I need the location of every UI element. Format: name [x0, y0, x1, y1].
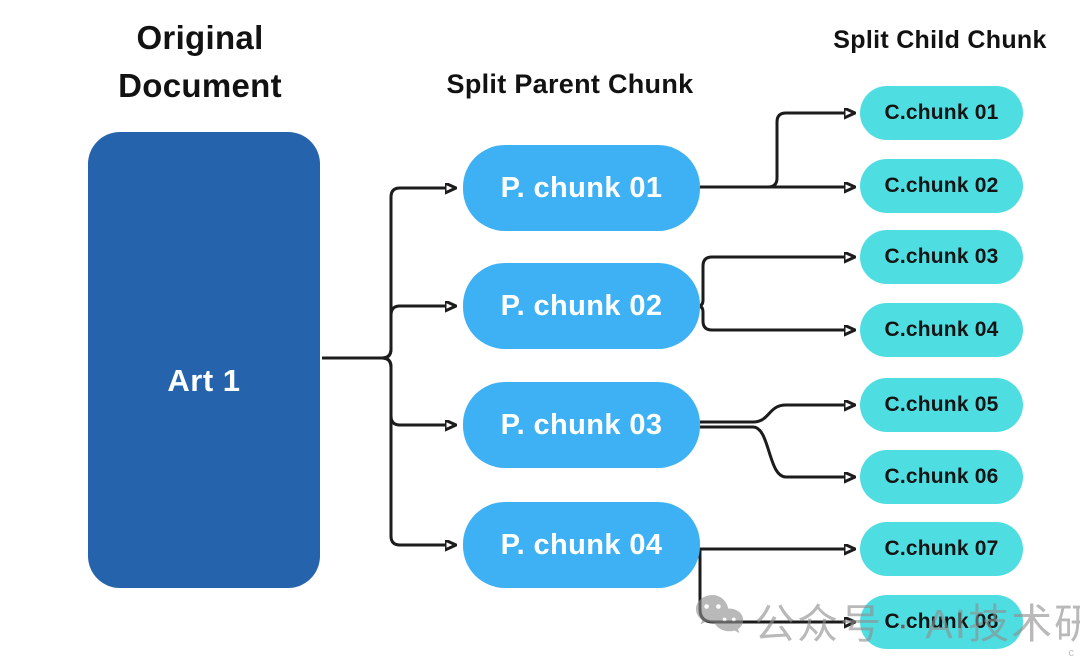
- child-chunk-label: C.chunk 07: [884, 537, 999, 560]
- child-chunk-node-08: C.chunk 08: [860, 595, 1023, 649]
- parent-chunk-label: P. chunk 03: [500, 408, 663, 441]
- child-chunk-label: C.chunk 05: [884, 393, 999, 416]
- arrow-p2-to-c4: [697, 304, 845, 330]
- arrow-p3-to-c5: [700, 405, 845, 424]
- arrow-p4-to-c8: [698, 549, 845, 622]
- parent-chunk-label: P. chunk 04: [500, 528, 663, 561]
- child-chunk-node-03: C.chunk 03: [860, 230, 1023, 284]
- original-document-label: Art 1: [167, 363, 241, 398]
- child-chunk-label: C.chunk 01: [884, 101, 999, 124]
- arrow-art1-to-p1: [322, 188, 446, 360]
- child-chunk-label: C.chunk 04: [884, 318, 999, 341]
- parent-chunk-node-03: P. chunk 03: [463, 382, 700, 468]
- parent-chunk-node-02: P. chunk 02: [463, 263, 700, 349]
- arrow-art1-to-p3: [322, 356, 446, 425]
- parent-chunk-label: P. chunk 02: [500, 289, 663, 322]
- copyright-mark: c: [1068, 647, 1075, 659]
- arrow-p3-to-c6: [700, 425, 845, 477]
- child-chunk-label: C.chunk 02: [884, 174, 999, 197]
- child-chunk-node-04: C.chunk 04: [860, 303, 1023, 357]
- parent-chunk-label: P. chunk 01: [500, 171, 663, 204]
- split-child-chunk-heading: Split Child Chunk: [833, 26, 1047, 54]
- arrow-p2-to-c3: [697, 257, 845, 308]
- original-document-heading-line1: Original: [136, 19, 264, 56]
- child-chunk-node-07: C.chunk 07: [860, 522, 1023, 576]
- child-chunk-label: C.chunk 03: [884, 245, 999, 268]
- original-document-heading: Original Document: [60, 14, 340, 110]
- child-chunk-label: C.chunk 06: [884, 465, 999, 488]
- split-parent-chunk-heading: Split Parent Chunk: [446, 69, 694, 99]
- child-chunk-label: C.chunk 08: [884, 610, 999, 633]
- child-chunk-node-01: C.chunk 01: [860, 86, 1023, 140]
- arrow-art1-to-p2: [322, 306, 446, 360]
- original-document-node: Art 1: [88, 132, 320, 588]
- original-document-heading-line2: Document: [118, 66, 282, 104]
- arrow-p1-to-c1: [700, 113, 845, 189]
- parent-chunk-node-01: P. chunk 01: [463, 145, 700, 231]
- arrow-art1-to-p4: [322, 356, 446, 545]
- child-chunk-node-06: C.chunk 06: [860, 450, 1023, 504]
- child-chunk-node-05: C.chunk 05: [860, 378, 1023, 432]
- child-chunk-node-02: C.chunk 02: [860, 159, 1023, 213]
- parent-chunk-node-04: P. chunk 04: [463, 502, 700, 588]
